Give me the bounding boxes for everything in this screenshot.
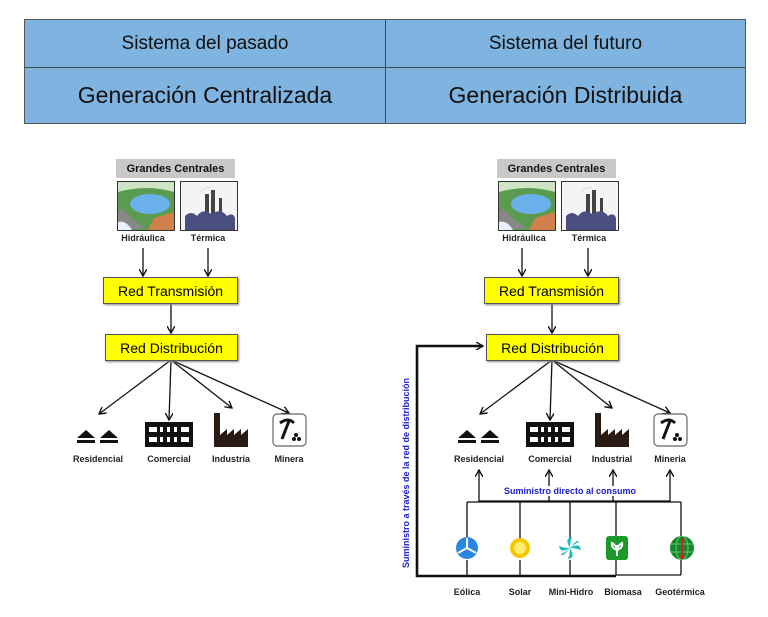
arrow-to-residencial	[99, 359, 172, 414]
power-plant-icon	[561, 181, 619, 231]
label-termica: Térmica	[571, 233, 607, 243]
houses-icon	[456, 427, 504, 452]
dam-icon	[498, 181, 556, 231]
left-subtitle: Generación Centralizada	[77, 82, 333, 108]
left-transmission-box: Red Transmisión	[103, 277, 238, 304]
right-plants-title: Grandes Centrales	[497, 159, 616, 178]
grid-supply-return-line	[415, 346, 616, 578]
label-comercial: Comercial	[528, 454, 572, 464]
label-minera: Minera	[274, 454, 304, 464]
direct-supply-label: Suministro directo al consumo	[480, 486, 660, 496]
label-hidraulica: Hidráulica	[502, 233, 546, 243]
left-plants-title: Grandes Centrales	[116, 159, 235, 178]
label-biomasa: Biomasa	[604, 587, 642, 597]
label-geotermica: Geotérmica	[655, 587, 705, 597]
pickaxe-icon	[653, 413, 688, 452]
arrow-to-mineria	[551, 359, 670, 413]
dam-icon	[117, 181, 175, 231]
wind-icon	[455, 536, 479, 565]
right-subtitle: Generación Distribuida	[448, 82, 683, 108]
label-hidraulica: Hidráulica	[121, 233, 165, 243]
left-distribution-box: Red Distribución	[105, 334, 238, 361]
arrow-to-comercial	[550, 359, 552, 420]
label-residencial: Residencial	[72, 454, 124, 464]
label-eolica: Eólica	[453, 587, 481, 597]
hydro-turbine-icon	[558, 536, 582, 565]
houses-icon	[75, 427, 123, 452]
right-transmission-box: Red Transmisión	[484, 277, 619, 304]
building-icon	[145, 422, 193, 452]
pickaxe-icon	[272, 413, 307, 452]
label-industrial: Industrial	[591, 454, 633, 464]
building-icon	[526, 422, 574, 452]
divider	[25, 67, 745, 68]
label-comercial: Comercial	[147, 454, 191, 464]
comparison-header: Sistema del pasado Sistema del futuro Ge…	[24, 19, 746, 124]
left-title: Sistema del pasado	[121, 32, 289, 54]
factory-icon	[214, 413, 250, 452]
arrow-to-residencial	[480, 359, 553, 414]
leaf-icon	[606, 536, 628, 565]
grid-supply-label: Suministro a través de la red de distrib…	[401, 377, 411, 568]
arrow-to-comercial	[169, 359, 171, 420]
right-distribution-box: Red Distribución	[486, 334, 619, 361]
label-termica: Térmica	[190, 233, 226, 243]
arrow-to-minera	[170, 359, 289, 413]
geothermal-globe-icon	[669, 535, 695, 566]
label-industria: Industria	[211, 454, 250, 464]
label-mini-hidro: Mini-Hidro	[548, 587, 594, 597]
power-plant-icon	[180, 181, 238, 231]
divider	[385, 20, 386, 123]
factory-icon	[595, 413, 631, 452]
label-residencial: Residencial	[453, 454, 505, 464]
arrow-to-industrial	[551, 359, 612, 408]
sun-icon	[509, 537, 531, 564]
right-title: Sistema del futuro	[488, 32, 643, 54]
label-solar: Solar	[508, 587, 532, 597]
label-mineria: Mineria	[654, 454, 686, 464]
arrow-to-industria	[170, 359, 232, 408]
